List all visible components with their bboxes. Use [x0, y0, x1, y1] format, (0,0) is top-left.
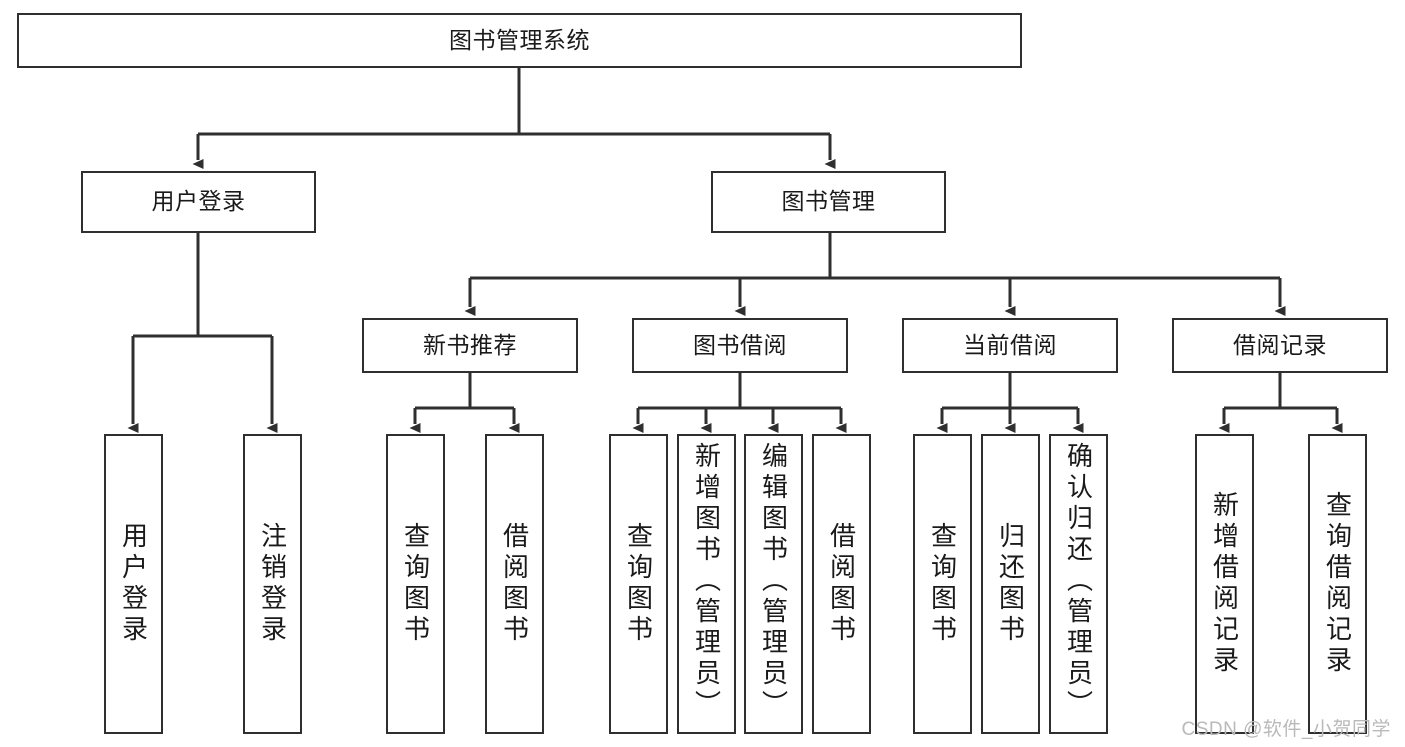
- node-leaf-logout[interactable]: 注销登录: [243, 434, 302, 734]
- node-book-manage-label: 图书管理: [781, 188, 876, 215]
- node-leaf-query-book-2[interactable]: 查询图书: [609, 434, 668, 734]
- node-new-book-rec-label: 新书推荐: [423, 331, 517, 358]
- node-leaf-query-book-1[interactable]: 查询图书: [386, 434, 445, 734]
- node-leaf-query-book-1-label: 查询图书: [400, 522, 431, 646]
- node-leaf-borrow-book-2-label: 借阅图书: [826, 522, 857, 646]
- node-root[interactable]: 图书管理系统: [17, 13, 1022, 68]
- watermark-text: CSDN @软件_小贺同学: [1181, 719, 1391, 740]
- node-leaf-return-book[interactable]: 归还图书: [981, 434, 1040, 734]
- node-user-login-label: 用户登录: [151, 188, 246, 215]
- node-leaf-borrow-book-1[interactable]: 借阅图书: [485, 434, 544, 734]
- node-leaf-return-book-label: 归还图书: [995, 522, 1026, 646]
- node-leaf-user-login[interactable]: 用户登录: [104, 434, 163, 734]
- node-book-borrow[interactable]: 图书借阅: [632, 318, 848, 373]
- node-leaf-edit-book[interactable]: 编辑图书（管理员）: [744, 434, 803, 734]
- node-leaf-user-login-label: 用户登录: [118, 522, 149, 646]
- node-borrow-record[interactable]: 借阅记录: [1172, 318, 1388, 373]
- node-leaf-borrow-book-2[interactable]: 借阅图书: [812, 434, 871, 734]
- node-borrow-record-label: 借阅记录: [1233, 331, 1327, 358]
- node-current-borrow-label: 当前借阅: [963, 331, 1057, 358]
- node-leaf-borrow-book-1-label: 借阅图书: [499, 522, 530, 646]
- node-current-borrow[interactable]: 当前借阅: [902, 318, 1118, 373]
- node-leaf-query-record[interactable]: 查询借阅记录: [1308, 434, 1367, 734]
- node-leaf-query-book-3-label: 查询图书: [927, 522, 958, 646]
- node-root-label: 图书管理系统: [449, 26, 590, 53]
- node-leaf-query-record-label: 查询借阅记录: [1322, 491, 1353, 677]
- node-leaf-query-book-2-label: 查询图书: [623, 522, 654, 646]
- node-book-borrow-label: 图书借阅: [693, 331, 787, 358]
- node-leaf-edit-book-label: 编辑图书（管理员）: [758, 442, 789, 721]
- node-leaf-logout-label: 注销登录: [257, 522, 288, 646]
- node-leaf-add-book-label: 新增图书（管理员）: [691, 442, 722, 721]
- node-leaf-query-book-3[interactable]: 查询图书: [913, 434, 972, 734]
- node-user-login[interactable]: 用户登录: [81, 171, 316, 233]
- node-leaf-confirm-return[interactable]: 确认归还（管理员）: [1049, 434, 1108, 734]
- node-leaf-add-record[interactable]: 新增借阅记录: [1195, 434, 1254, 734]
- node-leaf-add-book[interactable]: 新增图书（管理员）: [677, 434, 736, 734]
- node-leaf-confirm-return-label: 确认归还（管理员）: [1063, 442, 1094, 721]
- node-leaf-add-record-label: 新增借阅记录: [1209, 491, 1240, 677]
- node-book-manage[interactable]: 图书管理: [711, 171, 946, 233]
- node-new-book-rec[interactable]: 新书推荐: [362, 318, 578, 373]
